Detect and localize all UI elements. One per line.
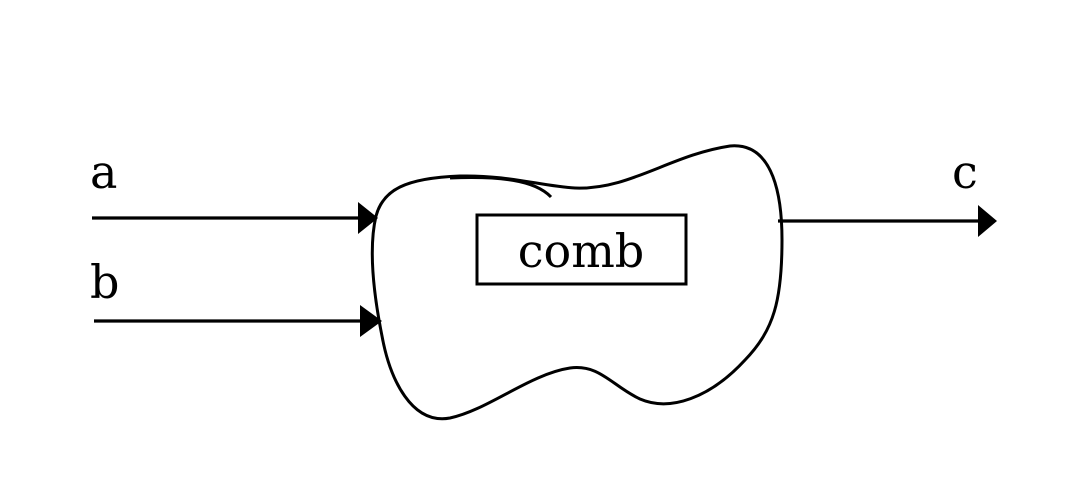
input-label-b: b (90, 255, 119, 309)
output-signal-c: c (778, 145, 997, 237)
cloud-overlap-stroke (449, 176, 553, 199)
input-signal-b: b (90, 255, 382, 337)
input-signal-a: a (90, 145, 378, 234)
combinational-logic-cloud (370, 144, 784, 421)
input-arrow-b (360, 305, 382, 337)
input-label-a: a (90, 145, 117, 199)
input-arrow-a (358, 202, 378, 234)
module-comb: comb (475, 213, 688, 286)
output-arrow-c (978, 205, 997, 237)
module-box (475, 213, 688, 286)
module-label: comb (518, 224, 645, 278)
output-label-c: c (952, 145, 978, 199)
